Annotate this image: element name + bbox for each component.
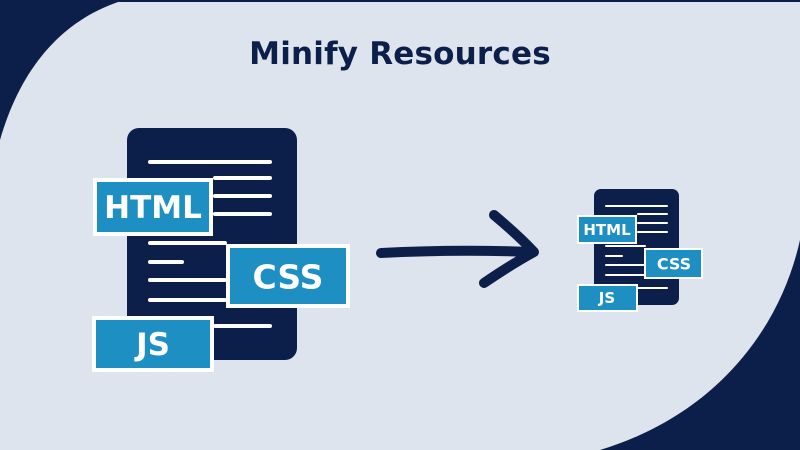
js-tag-label: JS [134,327,170,363]
document-text-lines [605,205,668,289]
html-tag: HTML [93,178,213,236]
page-title: Minify Resources [249,36,551,72]
js-tag-label: JS [598,289,615,307]
document-text-lines [148,160,272,328]
js-tag: JS [92,316,214,372]
css-tag: CSS [226,244,350,308]
arrow-right-icon [376,210,539,288]
original-document: HTML CSS JS [92,128,350,372]
css-tag-label: CSS [657,255,691,274]
html-tag-label: HTML [104,190,202,226]
html-tag: HTML [577,215,637,244]
minified-document: HTML CSS JS [577,189,703,312]
js-tag: JS [577,284,638,312]
html-tag-label: HTML [583,221,631,239]
css-tag-label: CSS [253,258,324,297]
css-tag: CSS [644,248,703,279]
